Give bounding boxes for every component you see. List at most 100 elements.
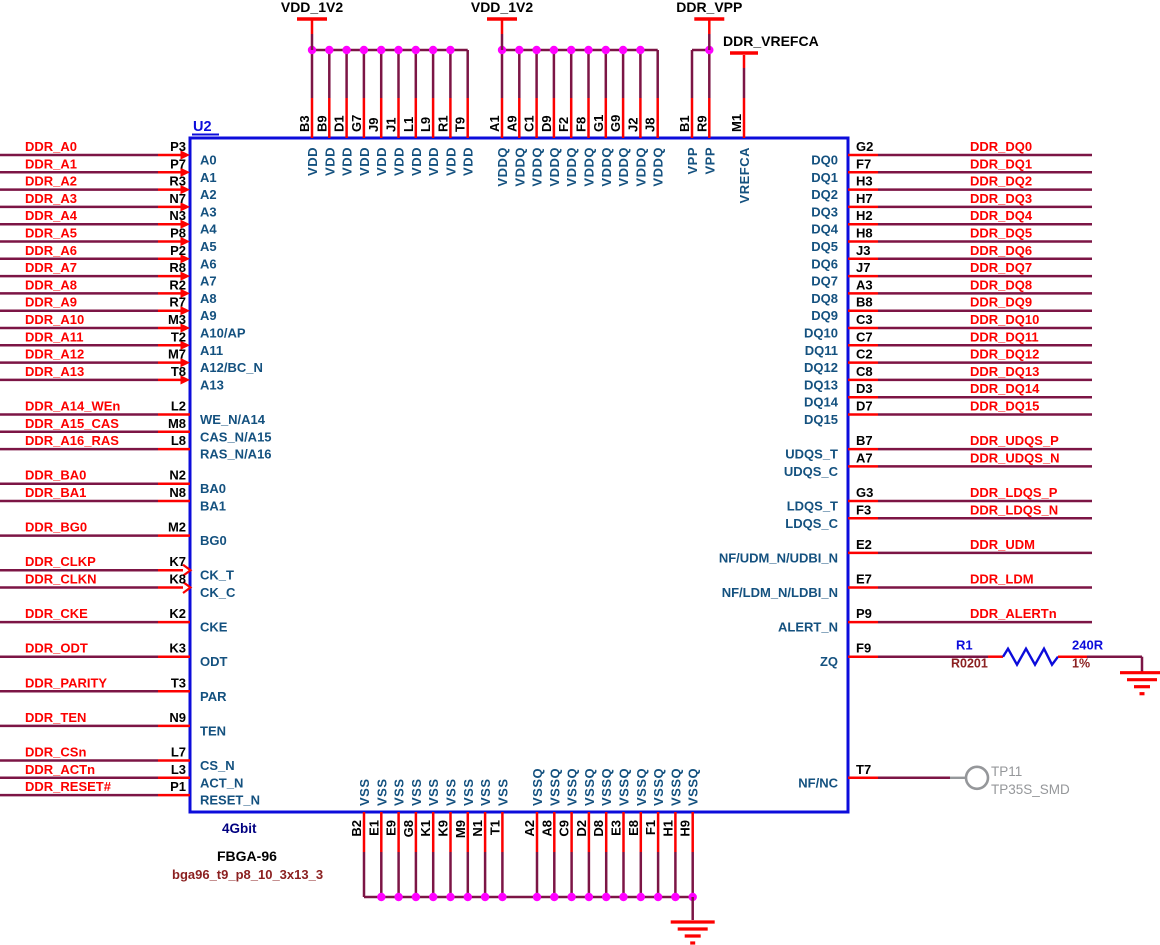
net-label-DDR_A1[interactable]: DDR_A1: [25, 156, 77, 171]
net-label-DDR_A15_CAS[interactable]: DDR_A15_CAS: [25, 416, 119, 431]
net-label-DDR_A7[interactable]: DDR_A7: [25, 260, 77, 275]
net-label-DDR_DQ9[interactable]: DDR_DQ9: [970, 295, 1032, 310]
net-label-DDR_A9[interactable]: DDR_A9: [25, 295, 77, 310]
resistor-refdes[interactable]: R1: [956, 638, 973, 653]
net-label-DDR_A0[interactable]: DDR_A0: [25, 139, 77, 154]
net-label-DDR_CKE[interactable]: DDR_CKE: [25, 606, 88, 621]
net-label-DDR_A16_RAS[interactable]: DDR_A16_RAS: [25, 433, 119, 448]
pin-number-J8: J8: [643, 118, 658, 132]
net-label-DDR_A6[interactable]: DDR_A6: [25, 243, 77, 258]
net-label-DDR_A2[interactable]: DDR_A2: [25, 174, 77, 189]
pin-name: DQ10: [804, 326, 838, 341]
net-label-DDR_DQ10[interactable]: DDR_DQ10: [970, 312, 1039, 327]
net-label-DDR_DQ12[interactable]: DDR_DQ12: [970, 347, 1039, 362]
net-label-DDR_LDM[interactable]: DDR_LDM: [970, 572, 1034, 587]
pin-number-P8: P8: [170, 226, 186, 241]
net-label-DDR_DQ6[interactable]: DDR_DQ6: [970, 243, 1032, 258]
pin-number-K3: K3: [169, 641, 186, 656]
pin-number-G2: G2: [856, 139, 873, 154]
net-label-DDR_A4[interactable]: DDR_A4: [25, 208, 78, 223]
pin-number-B2: B2: [349, 820, 364, 837]
pin-name: DQ0: [811, 153, 838, 168]
testpoint-symbol[interactable]: [964, 765, 990, 791]
pin-name: VSS: [426, 778, 441, 806]
pin-name: RAS_N/A16: [200, 447, 272, 462]
pin-number-L2: L2: [171, 399, 186, 414]
junction-dot: [618, 45, 628, 55]
pin-name: DQ1: [811, 170, 838, 185]
power-label-VDD_1V2[interactable]: VDD_1V2: [281, 0, 343, 15]
pin-name: RESET_N: [200, 793, 260, 808]
pin-name: VSS: [495, 778, 510, 806]
pin-name: VDDQ: [530, 147, 545, 187]
net-label-DDR_DQ4[interactable]: DDR_DQ4: [970, 208, 1033, 223]
net-label-DDR_BG0[interactable]: DDR_BG0: [25, 520, 87, 535]
junction-dot: [394, 892, 403, 902]
testpoint-refdes[interactable]: TP11: [991, 764, 1022, 779]
net-label-DDR_CSn[interactable]: DDR_CSn: [25, 745, 86, 760]
net-label-DDR_DQ5[interactable]: DDR_DQ5: [970, 226, 1032, 241]
pin-name: A11: [200, 343, 223, 358]
net-label-DDR_UDM[interactable]: DDR_UDM: [970, 537, 1035, 552]
net-label-DDR_CLKN[interactable]: DDR_CLKN: [25, 572, 97, 587]
power-label-DDR_VREFCA[interactable]: DDR_VREFCA: [723, 33, 819, 49]
net-label-DDR_PARITY[interactable]: DDR_PARITY: [25, 675, 107, 690]
pin-name: A12/BC_N: [200, 360, 263, 375]
net-label-DDR_A3[interactable]: DDR_A3: [25, 191, 77, 206]
pin-number-R2: R2: [169, 277, 186, 292]
net-label-DDR_BA1[interactable]: DDR_BA1: [25, 485, 86, 500]
pin-number-N2: N2: [169, 468, 186, 483]
chip-refdes[interactable]: U2: [193, 119, 212, 135]
clock-arrow-icon: [182, 581, 193, 594]
net-label-DDR_UDQS_N[interactable]: DDR_UDQS_N: [970, 450, 1060, 465]
pin-number-C7: C7: [856, 329, 873, 344]
net-label-DDR_DQ14[interactable]: DDR_DQ14: [970, 381, 1040, 396]
net-label-DDR_A11[interactable]: DDR_A11: [25, 329, 84, 344]
junction-dot: [515, 45, 524, 55]
junction-dot: [619, 892, 628, 902]
pin-name: VSS: [357, 778, 372, 806]
pin-number-N7: N7: [169, 191, 186, 206]
net-label-DDR_A12[interactable]: DDR_A12: [25, 347, 84, 362]
net-label-DDR_BA0[interactable]: DDR_BA0: [25, 468, 86, 483]
net-label-DDR_DQ11[interactable]: DDR_DQ11: [970, 329, 1039, 344]
net-label-DDR_DQ7[interactable]: DDR_DQ7: [970, 260, 1032, 275]
net-label-DDR_CLKP[interactable]: DDR_CLKP: [25, 554, 96, 569]
net-label-DDR_ACTn[interactable]: DDR_ACTn: [25, 762, 95, 777]
net-label-DDR_DQ2[interactable]: DDR_DQ2: [970, 174, 1032, 189]
net-label-DDR_ALERTn[interactable]: DDR_ALERTn: [970, 606, 1057, 621]
pin-number-N9: N9: [169, 710, 186, 725]
pin-name: VSS: [444, 778, 459, 806]
net-label-DDR_DQ15[interactable]: DDR_DQ15: [970, 399, 1039, 414]
net-label-DDR_ODT[interactable]: DDR_ODT: [25, 641, 88, 656]
net-label-DDR_A13[interactable]: DDR_A13: [25, 364, 84, 379]
junction-dot: [446, 892, 455, 902]
net-label-DDR_LDQS_N[interactable]: DDR_LDQS_N: [970, 502, 1058, 517]
net-label-DDR_A14_WEn[interactable]: DDR_A14_WEn: [25, 399, 120, 414]
pin-name: VSS: [392, 778, 407, 806]
net-label-DDR_UDQS_P[interactable]: DDR_UDQS_P: [970, 433, 1059, 448]
pin-number-P1: P1: [170, 779, 186, 794]
power-label-DDR_VPP[interactable]: DDR_VPP: [676, 0, 742, 15]
pin-number-F1: F1: [643, 820, 658, 835]
net-label-DDR_A5[interactable]: DDR_A5: [25, 226, 77, 241]
net-label-DDR_TEN[interactable]: DDR_TEN: [25, 710, 86, 725]
resistor-symbol[interactable]: [1001, 646, 1059, 668]
pin-name: DQ8: [811, 291, 838, 306]
net-label-DDR_DQ8[interactable]: DDR_DQ8: [970, 277, 1032, 292]
net-label-DDR_DQ3[interactable]: DDR_DQ3: [970, 191, 1032, 206]
net-label-DDR_DQ13[interactable]: DDR_DQ13: [970, 364, 1039, 379]
pin-number-R1: R1: [435, 115, 450, 132]
net-label-DDR_A10[interactable]: DDR_A10: [25, 312, 84, 327]
resistor-value: 240R: [1072, 638, 1104, 653]
power-label-VDD_1V2[interactable]: VDD_1V2: [471, 0, 533, 15]
pin-name: VDD: [461, 147, 476, 176]
pin-number-K1: K1: [418, 820, 433, 837]
net-label-DDR_LDQS_P[interactable]: DDR_LDQS_P: [970, 485, 1058, 500]
clock-arrow-icon: [182, 563, 193, 577]
net-label-DDR_A8[interactable]: DDR_A8: [25, 277, 77, 292]
net-label-DDR_DQ1[interactable]: DDR_DQ1: [970, 156, 1032, 171]
net-label-DDR_DQ0[interactable]: DDR_DQ0: [970, 139, 1032, 154]
pin-name: VSSQ: [634, 768, 649, 806]
net-label-DDR_RESET#[interactable]: DDR_RESET#: [25, 779, 112, 794]
